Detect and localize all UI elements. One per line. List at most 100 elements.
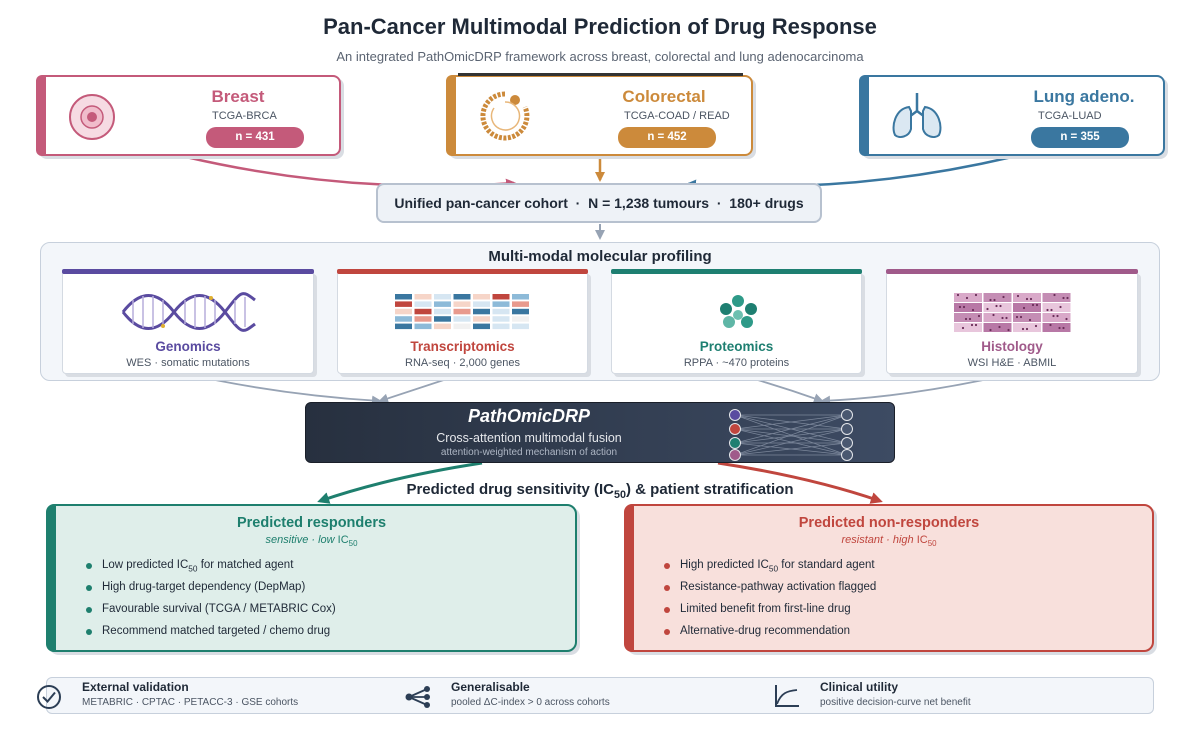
breast-cell-icon: [69, 94, 115, 140]
sample-count-badge: n = 452: [618, 127, 716, 148]
heatmap-cell: [453, 308, 471, 315]
nonresponders-title: Predicted non-responders: [798, 515, 980, 531]
nucleus-dot: [965, 296, 969, 300]
cancer-card-lung: Lung adeno. TCGA-LUAD n = 355: [859, 75, 1165, 156]
bullet-icon: [86, 629, 92, 635]
list-item: Favourable survival (TCGA / METABRIC Cox…: [86, 598, 336, 620]
tissue-tile: [1042, 313, 1071, 322]
heatmap-cell: [473, 294, 490, 300]
check-circle-icon: [37, 685, 61, 709]
modality-name: Transcriptomics: [410, 339, 515, 354]
heatmap-cell: [512, 301, 529, 307]
list-item-text: High drug-target dependency (DepMap): [102, 581, 306, 593]
bullet-icon: [664, 607, 670, 613]
heatmap-cell: [473, 316, 490, 322]
heatmap-cell: [453, 301, 471, 307]
protein-cluster-icon: [720, 295, 757, 328]
heatmap-cell: [473, 308, 490, 315]
attention-network-icon: [729, 409, 853, 461]
fusion-model-name: PathOmicDRP: [467, 406, 591, 426]
heatmap-cell: [492, 323, 510, 330]
card-top-rule: [458, 73, 743, 76]
heatmap-icon: [395, 294, 529, 330]
cancer-project: TCGA-COAD / READ: [624, 110, 730, 122]
responders-title: Predicted responders: [236, 515, 387, 531]
unified-cohort-box: Unified pan-cancer cohort · N = 1,238 tu…: [376, 183, 822, 223]
bullet-icon: [86, 585, 92, 591]
nucleus-dot: [989, 298, 992, 302]
modality-accent-bar: [337, 269, 588, 274]
nucleus-dot: [1025, 297, 1029, 301]
sample-count-badge: n = 355: [1031, 127, 1129, 148]
heatmap-cell: [395, 294, 412, 300]
tissue-tile: [983, 303, 1012, 312]
tissue-tiles-icon: [954, 293, 1071, 332]
page-subtitle: An integrated PathOmicDRP framework acro…: [336, 49, 864, 64]
footer-desc: positive decision-curve net benefit: [820, 697, 971, 708]
tissue-tile: [983, 293, 1012, 302]
nucleus-dot: [1062, 296, 1065, 300]
nucleus-dot: [1001, 316, 1004, 320]
nucleus-dot: [1046, 308, 1049, 312]
list-item: Resistance-pathway activation flagged: [664, 576, 876, 598]
footer-desc: METABRIC · CPTAC · PETACC-3 · GSE cohort…: [82, 697, 299, 708]
heatmap-cell: [453, 323, 471, 330]
dna-helix-icon: [121, 292, 256, 332]
heatmap-cell: [434, 301, 451, 307]
nucleus-dot: [958, 305, 962, 309]
nucleus-dot: [977, 314, 981, 318]
cancer-project: TCGA-BRCA: [212, 110, 277, 122]
list-item-text: Limited benefit from first-line drug: [680, 603, 851, 615]
list-item: Recommend matched targeted / chemo drug: [86, 620, 336, 642]
nucleus-dot: [1066, 296, 1069, 300]
nucleus-dot: [992, 313, 995, 317]
heatmap-cell: [414, 316, 432, 322]
footer-title: External validation: [82, 680, 189, 694]
tissue-tile: [954, 313, 982, 322]
heatmap-cell: [395, 316, 412, 322]
cancer-project: TCGA-LUAD: [1038, 110, 1102, 122]
list-item: High drug-target dependency (DepMap): [86, 576, 336, 598]
heatmap-cell: [492, 301, 510, 307]
heatmap-cell: [473, 301, 490, 307]
footer-desc: pooled ΔC-index > 0 across cohorts: [451, 697, 610, 708]
footer-title: Generalisable: [451, 680, 530, 694]
nucleus-dot: [1059, 305, 1062, 309]
nucleus-dot: [1034, 324, 1038, 328]
nucleus-dot: [1029, 297, 1033, 301]
heatmap-cell: [434, 323, 451, 330]
heatmap-cell: [434, 294, 451, 300]
tissue-tile: [1013, 293, 1041, 302]
nucleus-dot: [1056, 314, 1059, 318]
page-title: Pan-Cancer Multimodal Prediction of Drug…: [323, 14, 877, 39]
fusion-model-subtitle: Cross-attention multimodal fusion: [436, 431, 622, 445]
heatmap-cell: [492, 308, 510, 315]
nucleus-dot: [995, 304, 998, 308]
nucleus-dot: [962, 305, 966, 309]
modality-name: Genomics: [155, 339, 221, 354]
heatmap-cell: [434, 316, 451, 322]
heatmap-cell: [414, 301, 432, 307]
responders-subtitle: sensitive · low IC50: [265, 534, 358, 549]
nonresponders-panel: Predicted non-responders resistant · hig…: [624, 504, 1154, 652]
bullet-icon: [664, 585, 670, 591]
nucleus-dot: [1050, 308, 1053, 312]
heatmap-cell: [492, 316, 510, 322]
nucleus-dot: [971, 308, 975, 312]
lungs-icon: [892, 93, 942, 138]
arrow-breast-to-cohort: [185, 155, 516, 189]
card-accent-bar: [859, 75, 869, 156]
nucleus-dot: [1005, 316, 1008, 320]
nucleus-dot: [1007, 328, 1010, 332]
modality-name: Histology: [981, 339, 1043, 354]
nucleus-dot: [1019, 315, 1023, 319]
tissue-tile: [1013, 313, 1041, 322]
card-accent-bar: [446, 75, 456, 156]
bullet-icon: [86, 607, 92, 613]
profiling-title: Multi-modal molecular profiling: [488, 248, 712, 265]
nucleus-dot: [974, 323, 978, 327]
modality-desc: WES · somatic mutations: [126, 357, 250, 369]
modality-accent-bar: [611, 269, 862, 274]
bullet-icon: [664, 563, 670, 569]
footer-title: Clinical utility: [820, 680, 899, 694]
